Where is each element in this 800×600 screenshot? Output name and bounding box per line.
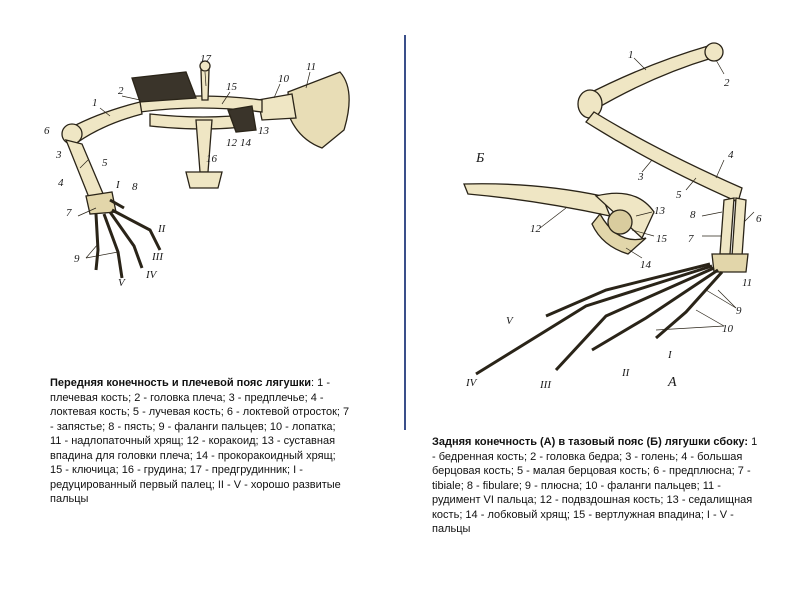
label-right-13: 13 [654,205,666,217]
left-leader-lines [77,71,311,259]
right-labels: 1 2 3 4 5 6 7 8 9 10 11 12 13 14 15 I II… [465,49,762,391]
sternum-xiphoid [185,171,223,189]
label-left-2: 2 [118,85,124,97]
label-left-6: 6 [44,125,50,137]
label-right-6: 6 [756,213,762,225]
label-left-7: 7 [66,207,72,219]
pelvic-girdle [463,183,655,255]
acetabulum [607,209,633,235]
label-left-10: 10 [278,73,290,85]
label-left-digit-iii: III [151,251,164,263]
label-right-toe-iii: III [539,379,552,391]
forelimb-caption: Передняя конечность и плечевой пояс лягу… [50,376,350,507]
label-left-8: 8 [132,181,138,193]
forelimb [61,101,162,279]
toe-ii [591,268,719,352]
label-right-14: 14 [640,259,652,271]
ilium [463,183,612,217]
femur [583,45,713,111]
label-right-toe-ii: II [621,367,631,379]
label-right-10: 10 [722,323,734,335]
label-left-14: 14 [240,137,252,149]
label-left-11: 11 [306,61,316,73]
label-left-digit-i: I [115,179,121,191]
hindlimb-caption-title: Задняя конечность (А) в тазовый пояс (Б)… [432,436,749,448]
hindlimb-caption: Задняя конечность (А) в тазовый пояс (Б)… [432,435,762,537]
toe-v [545,262,711,318]
toes [475,262,724,376]
forelimb-caption-body: : 1 - плечевая кость; 2 - головка плеча;… [50,377,350,505]
scapula [257,93,297,121]
label-left-digit-ii: II [157,223,167,235]
label-left-4: 4 [58,177,64,189]
label-left-13: 13 [258,125,270,137]
label-right-a: А [667,375,677,390]
label-left-9: 9 [74,253,80,265]
label-right-toe-i: I [667,349,673,361]
label-left-1: 1 [92,97,98,109]
shoulder-girdle [131,60,350,189]
label-right-11: 11 [742,277,752,289]
label-right-9: 9 [736,305,742,317]
tarsus [711,253,749,273]
label-right-1: 1 [628,49,634,61]
digit-iii [108,211,144,269]
digit-v [94,213,100,271]
label-right-7: 7 [688,233,694,245]
panel-divider [404,35,406,430]
label-left-12: 12 [226,137,238,149]
label-right-b: Б [475,151,484,166]
label-right-12: 12 [530,223,542,235]
hindlimb-pelvic-girdle-illustration: 1 2 3 4 5 6 7 8 9 10 11 12 13 14 15 I II… [463,42,762,391]
label-right-15: 15 [656,233,668,245]
label-left-17: 17 [200,53,212,65]
forelimb-caption-title: Передняя конечность и плечевой пояс лягу… [50,377,312,389]
toe-iii [554,266,715,372]
procoracoid-cartilage-right [227,105,257,133]
tibiofibula [585,111,743,203]
episternum-knob [199,60,211,72]
tibiale [719,197,735,255]
femur-head [704,42,724,62]
toe-iv [475,264,713,376]
knee [577,89,603,119]
humerus [69,101,143,143]
label-left-digit-iv: IV [145,269,158,281]
label-right-3: 3 [637,171,644,183]
hindlimb-caption-body: 1 - бедренная кость; 2 - головка бедра; … [432,436,758,535]
right-leader-lines [539,57,755,331]
label-right-2: 2 [724,77,730,89]
digit-i [109,198,125,210]
label-left-5: 5 [102,157,108,169]
forelimb-shoulder-girdle-illustration: 1 2 3 4 5 6 7 8 9 10 11 12 13 14 15 16 1… [44,53,350,289]
label-right-toe-v: V [506,315,514,327]
label-left-3: 3 [55,149,62,161]
digit-ii [111,208,162,251]
forearm [64,139,105,201]
suprascapular-cartilage [287,71,350,149]
procoracoid-cartilage [131,71,197,103]
label-left-15: 15 [226,81,238,93]
label-right-toe-iv: IV [465,377,478,389]
hindlimb [475,42,749,376]
label-left-16: 16 [206,153,218,165]
fibulare [731,197,747,257]
label-left-digit-v: V [118,277,126,289]
label-right-8: 8 [690,209,696,221]
label-right-4: 4 [728,149,734,161]
label-right-5: 5 [676,189,682,201]
left-labels: 1 2 3 4 5 6 7 8 9 10 11 12 13 14 15 16 1… [44,53,316,289]
